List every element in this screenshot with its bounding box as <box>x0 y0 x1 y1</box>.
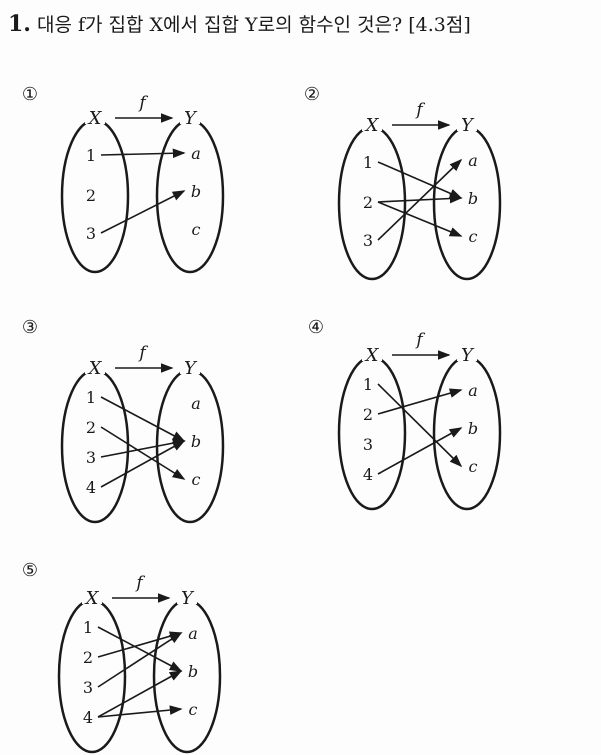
set-y-label: Y <box>184 108 198 129</box>
set-x-label: X <box>87 358 103 379</box>
domain-element: 3 <box>86 448 96 467</box>
set-x-label: X <box>84 588 100 609</box>
codomain-element: b <box>191 432 201 451</box>
codomain-element: b <box>468 419 478 438</box>
codomain-element: c <box>192 220 201 239</box>
codomain-element: b <box>468 189 478 208</box>
domain-element: 1 <box>86 388 96 407</box>
choice-label[interactable]: ④ <box>308 317 324 338</box>
question-1: 1.대응 f가 집합 X에서 집합 Y로의 함수인 것은? [4.3점] <box>8 10 471 37</box>
set-y-label: Y <box>184 358 198 379</box>
set-x-label: X <box>87 108 103 129</box>
codomain-element: a <box>468 151 478 170</box>
mapping-arrow-4-b <box>377 427 463 475</box>
codomain-element: a <box>188 624 198 643</box>
domain-element: 3 <box>83 678 93 697</box>
choice-label[interactable]: ② <box>304 84 320 105</box>
diagram-5: ⑤ X Yf 1 2 3 4 abc <box>22 560 222 754</box>
choice-label[interactable]: ⑤ <box>22 560 38 581</box>
domain-element: 3 <box>363 435 373 454</box>
function-label: f <box>414 330 425 350</box>
mapping-arrow-2-a <box>377 388 463 415</box>
mapping-arrow-3-a <box>97 632 183 688</box>
mapping-arrow-2-a <box>97 631 183 658</box>
mapping-arrow-1-b <box>100 396 186 442</box>
mapping-arrow-4-c <box>97 705 183 718</box>
mapping-arrow-1-a <box>100 148 186 159</box>
set-x-label: X <box>364 115 380 136</box>
set-y-label: Y <box>461 115 475 136</box>
domain-element: 2 <box>86 186 96 205</box>
domain-element: 1 <box>363 375 373 394</box>
domain-element: 3 <box>363 231 373 250</box>
choice-label[interactable]: ③ <box>22 317 38 338</box>
set-y-label: Y <box>461 345 475 366</box>
function-label: f <box>134 573 145 593</box>
function-label: f <box>137 93 148 113</box>
question-text: 대응 f가 집합 X에서 집합 Y로의 함수인 것은? [4.3점] <box>36 14 471 36</box>
diagram-4: ④ X Yf 1 2 3 4 abc <box>308 317 502 511</box>
domain-element: 1 <box>86 146 96 165</box>
question-number: 1. <box>8 11 31 37</box>
mapping-arrow-4-b <box>100 440 186 488</box>
domain-element: 2 <box>86 418 96 437</box>
set-y-label: Y <box>181 588 195 609</box>
mapping-arrow-1-b <box>97 626 183 672</box>
set-x-label: X <box>364 345 380 366</box>
function-label: f <box>137 343 148 363</box>
diagram-1: ① X Yf 1 2 3 abc <box>22 84 225 274</box>
domain-element: 2 <box>363 193 373 212</box>
mapping-arrow-2-c <box>100 426 186 480</box>
function-label: f <box>414 100 425 120</box>
codomain-element: b <box>188 662 198 681</box>
codomain-element: c <box>469 227 478 246</box>
mapping-arrow-1-c <box>377 383 463 468</box>
domain-element: 1 <box>83 618 93 637</box>
domain-element: 3 <box>86 224 96 243</box>
mapping-arrow-4-b <box>97 670 183 718</box>
mapping-arrow-2-c <box>377 201 463 237</box>
diagram-3: ③ X Yf 1 2 3 4 abc <box>22 317 225 524</box>
mapping-arrow-1-b <box>377 161 463 199</box>
domain-element: 2 <box>83 648 93 667</box>
codomain-element: a <box>468 381 478 400</box>
domain-element: 4 <box>83 708 93 727</box>
codomain-element: a <box>191 394 201 413</box>
codomain-element: c <box>192 470 201 489</box>
domain-element: 2 <box>363 405 373 424</box>
codomain-element: a <box>191 144 201 163</box>
diagram-2: ② X Yf 1 2 3 abc <box>304 84 502 281</box>
mapping-arrow-3-b <box>100 190 186 234</box>
mapping-arrow-3-b <box>100 438 186 458</box>
codomain-element: c <box>469 457 478 476</box>
mapping-arrow-3-a <box>377 158 463 241</box>
choice-label[interactable]: ① <box>22 84 38 105</box>
domain-element: 4 <box>363 465 373 484</box>
codomain-element: c <box>189 700 198 719</box>
codomain-element: b <box>191 182 201 201</box>
domain-element: 1 <box>363 153 373 172</box>
domain-element: 4 <box>86 478 96 497</box>
